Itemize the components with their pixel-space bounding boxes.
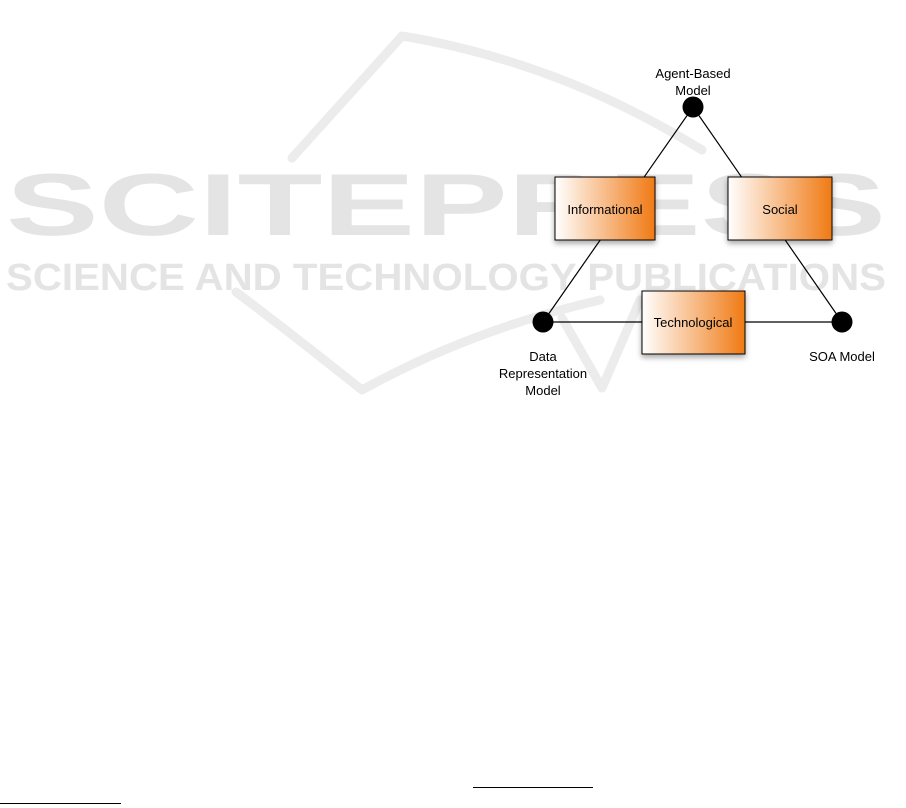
watermark-book-top-edge — [292, 36, 702, 158]
technological-box-label: Technological — [654, 315, 733, 330]
informational-box: Informational — [555, 177, 655, 240]
agent-based-label-line-2: Model — [675, 83, 711, 98]
social-box: Social — [728, 177, 832, 240]
agent-based-label: Agent-Based Model — [655, 66, 730, 98]
soa-node — [832, 312, 853, 333]
informational-box-label: Informational — [567, 202, 642, 217]
data-representation-label: Data Representation Model — [499, 349, 587, 398]
agent-based-label-line-1: Agent-Based — [655, 66, 730, 81]
data-representation-label-line-3: Model — [525, 383, 561, 398]
watermark-tagline: SCIENCE AND TECHNOLOGY PUBLICATIONS — [6, 257, 886, 299]
social-box-label: Social — [762, 202, 798, 217]
soa-label: SOA Model — [809, 349, 875, 364]
technological-box: Technological — [642, 291, 745, 354]
agent-based-node — [683, 97, 704, 118]
data-representation-label-line-2: Representation — [499, 366, 587, 381]
data-representation-label-line-1: Data — [529, 349, 557, 364]
data-representation-node — [533, 312, 554, 333]
